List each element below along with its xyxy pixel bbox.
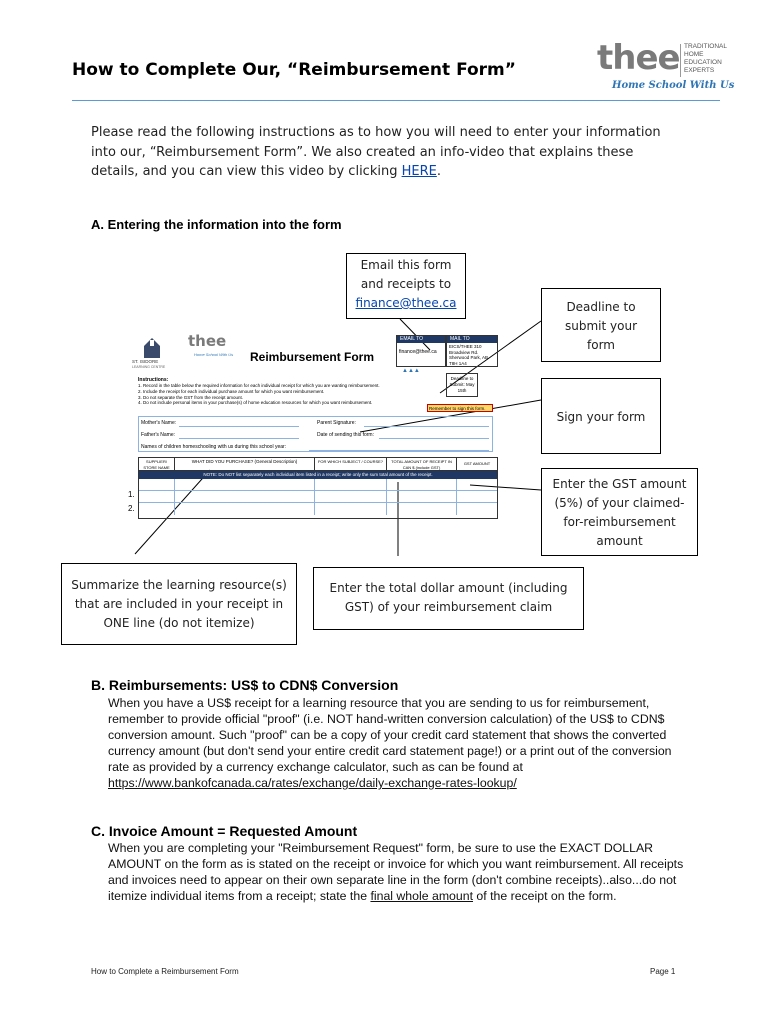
logo-line: HOME (684, 51, 704, 58)
column-header: FOR WHICH SUBJECT / COURSE? (315, 458, 387, 470)
section-b-text: When you have a US$ receipt for a learni… (108, 696, 672, 774)
section-c-text-end: of the receipt on the form. (473, 889, 617, 903)
column-header: WHAT DID YOU PURCHASE? (General Descript… (175, 458, 315, 470)
row-number: 2. (128, 504, 135, 513)
logo-line: EXPERTS (684, 67, 715, 74)
father-line (179, 438, 299, 439)
mail-to-box: MAIL TO EICS/THEE 310 Broadview Rd. Sher… (446, 335, 498, 367)
header-rule (72, 100, 720, 101)
deadline-box: Deadline to Submit: May 15th (446, 373, 478, 397)
children-line (309, 450, 489, 451)
final-whole-amount: final whole amount (370, 889, 473, 903)
tagline: Home School With Us (612, 80, 735, 91)
column-header: GST AMOUNT (463, 461, 491, 466)
page-number: Page 1 (650, 967, 676, 976)
mother-line (179, 426, 299, 427)
arrow-icons: ▲▲▲ (402, 368, 420, 374)
purchase-table: SUPPLIER/ STORE NAME WHAT DID YOU PURCHA… (138, 457, 498, 519)
email-to-box: EMAIL TO finance@thee.ca (396, 335, 446, 367)
section-c-text: When you are completing your "Reimbursem… (108, 841, 684, 903)
email-to-label: EMAIL TO (397, 336, 445, 343)
summarize-line (134, 469, 211, 555)
logo-text: TRADITIONAL HOME EDUCATION EXPERTS (684, 43, 727, 75)
column-header: TOTAL AMOUNT OF RECEIPT IN CAN $ (includ… (387, 458, 457, 470)
email-callout: Email this form and receipts to finance@… (346, 253, 466, 319)
bank-of-canada-link[interactable]: https://www.bankofcanada.ca/rates/exchan… (108, 776, 517, 790)
intro-paragraph: Please read the following instructions a… (91, 123, 671, 182)
date-line (379, 438, 489, 439)
sign-reminder: Remember to sign this form. (427, 404, 493, 412)
table-header: SUPPLIER/ STORE NAME WHAT DID YOU PURCHA… (139, 458, 497, 471)
table-row (139, 491, 497, 503)
parent-info-box: Mother's Name: Father's Name: Parent Sig… (138, 416, 493, 452)
date-label: Date of sending this form: (317, 432, 374, 438)
section-c-body: When you are completing your "Reimbursem… (108, 840, 688, 904)
email-callout-line: Email this form (360, 258, 452, 272)
form-thee-logo: thee (188, 332, 227, 350)
logo-divider (680, 44, 681, 77)
signature-label: Parent Signature: (317, 420, 356, 426)
table-row (139, 479, 497, 491)
form-tagline: Home School With Us (194, 352, 234, 357)
instruction-line: 2. Include the receipt for each individu… (138, 388, 325, 394)
instruction-line: 4. Do not include personal items in your… (138, 400, 373, 406)
email-link[interactable]: finance@thee.ca (355, 296, 457, 310)
logo-line: TRADITIONAL (684, 43, 727, 50)
mother-label: Mother's Name: (141, 420, 177, 426)
row-number: 1. (128, 490, 135, 499)
section-b-heading: B. Reimbursements: US$ to CDN$ Conversio… (91, 677, 399, 693)
intro-text: Please read the following instructions a… (91, 125, 661, 179)
section-a-heading: A. Entering the information into the for… (91, 217, 342, 232)
section-c-heading: C. Invoice Amount = Requested Amount (91, 823, 358, 839)
logo-line: EDUCATION (684, 59, 722, 66)
thee-logo: thee (597, 38, 681, 78)
column-header: SUPPLIER/ STORE NAME (139, 458, 175, 470)
intro-text-end: . (436, 164, 441, 179)
form-instructions-heading: Instructions: (138, 377, 169, 383)
table-note: NOTE: Do NOT list separately each indivi… (139, 471, 497, 479)
email-line (399, 318, 431, 351)
email-to-value: finance@thee.ca (399, 349, 437, 355)
father-label: Father's Name: (141, 432, 176, 438)
video-link[interactable]: HERE (401, 164, 437, 179)
form-instructions: 1. Record in the table below the require… (138, 383, 428, 406)
page-title: How to Complete Our, “Reimbursement Form… (72, 60, 516, 80)
form-title: Reimbursement Form (250, 350, 375, 364)
children-label: Names of children homeschooling with us … (141, 444, 287, 450)
email-callout-line: and receipts to (360, 277, 452, 291)
mail-to-value: EICS/THEE 310 Broadview Rd. Sherwood Par… (449, 344, 489, 366)
sign-callout: Sign your form (541, 378, 661, 454)
church-icon (138, 338, 166, 358)
instruction-line: 3. Do not separate the GST from the rece… (138, 394, 243, 400)
deadline-callout: Deadline to submit your form (541, 288, 661, 362)
instruction-line: 1. Record in the table below the require… (138, 383, 380, 388)
summarize-callout: Summarize the learning resource(s) that … (61, 563, 297, 645)
form-logo-left-sub: LEARNING CENTRE (132, 365, 166, 369)
gst-line (469, 484, 542, 491)
section-b-body: When you have a US$ receipt for a learni… (108, 695, 688, 791)
mail-to-label: MAIL TO (447, 336, 497, 343)
total-callout: Enter the total dollar amount (including… (313, 567, 584, 630)
footer-title: How to Complete a Reimbursement Form (91, 967, 239, 976)
signature-line (364, 426, 489, 427)
deadline-line (439, 320, 542, 394)
form-logo-left: ST. ISIDORE (132, 359, 159, 364)
table-row (139, 503, 497, 515)
form-preview: ST. ISIDORE LEARNING CENTRE thee Home Sc… (128, 330, 498, 520)
gst-callout: Enter the GST amount (5%) of your claime… (541, 468, 698, 556)
